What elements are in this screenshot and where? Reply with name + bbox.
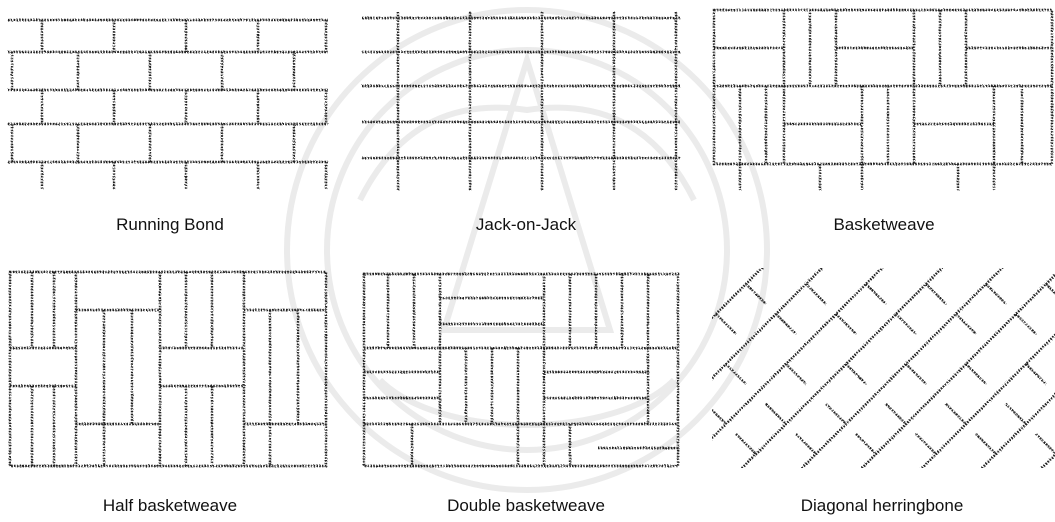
- half-basketweave-pattern: [10, 272, 326, 466]
- label-diagonal-herringbone: Diagonal herringbone: [712, 496, 1052, 516]
- basketweave-pattern: [714, 10, 1052, 190]
- label-double-basketweave: Double basketweave: [356, 496, 696, 516]
- label-jack-on-jack: Jack-on-Jack: [356, 215, 696, 235]
- watermark-seal: [287, 10, 767, 490]
- running-bond-pattern: [8, 20, 328, 190]
- label-half-basketweave: Half basketweave: [0, 496, 340, 516]
- double-basketweave-pattern: [364, 274, 678, 466]
- label-basketweave: Basketweave: [714, 215, 1054, 235]
- label-running-bond: Running Bond: [0, 215, 340, 235]
- diagonal-herringbone-pattern: [700, 260, 1055, 490]
